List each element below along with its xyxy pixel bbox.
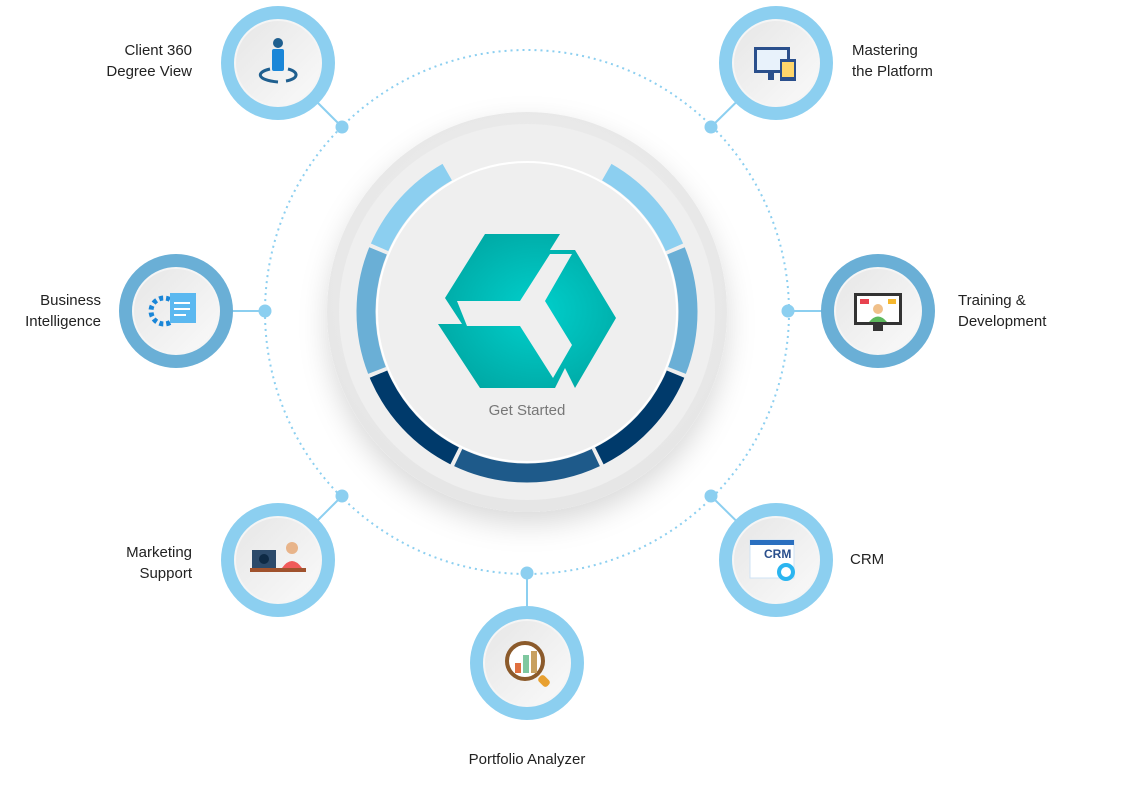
label-line: Marketing (126, 544, 192, 561)
node-portfolio-analyzer[interactable] (470, 606, 584, 720)
ring-segment (369, 370, 460, 465)
label-line: Client 360 (124, 42, 192, 59)
node-client-360[interactable] (221, 6, 335, 120)
hexagon-logo-icon (438, 234, 616, 388)
connector-dot (258, 304, 272, 318)
label-line: Support (139, 565, 192, 582)
node-label-mastering-platform[interactable]: Mastering the Platform (852, 40, 1002, 82)
connector-dot (335, 489, 349, 503)
get-started-label[interactable]: Get Started (488, 402, 566, 419)
ring-segment (667, 247, 698, 374)
connector-dot (335, 120, 349, 134)
ring-segment (454, 448, 600, 483)
ring-segment (370, 163, 453, 252)
person-rotate-icon (259, 38, 298, 84)
node-marketing-support[interactable] (221, 503, 335, 617)
ring-segment (594, 370, 685, 465)
label-line: Intelligence (25, 313, 101, 330)
label-line: Business (40, 292, 101, 309)
gear-screen-icon (148, 293, 196, 327)
connector-dot (781, 304, 795, 318)
label-line: Degree View (106, 63, 192, 80)
node-crm[interactable]: CRM (719, 503, 833, 617)
magnifier-chart-icon (505, 641, 550, 687)
node-training-development[interactable] (821, 254, 935, 368)
connector-dot (704, 120, 718, 134)
label-line: Mastering (852, 42, 918, 59)
label-line: Training & (958, 292, 1026, 309)
label-line: Development (958, 313, 1047, 330)
node-label-training-development[interactable]: Training & Development (958, 290, 1108, 332)
center-disk[interactable] (327, 112, 727, 512)
label-line: CRM (850, 551, 885, 568)
node-label-portfolio-analyzer[interactable]: Portfolio Analyzer (427, 749, 627, 770)
label-line: the Platform (852, 63, 933, 80)
connector-dot (520, 566, 534, 580)
node-mastering-platform[interactable] (719, 6, 833, 120)
connector-dot (704, 489, 718, 503)
svg-text:CRM: CRM (764, 547, 791, 561)
node-label-crm[interactable]: CRM (850, 549, 950, 570)
ring-segment (601, 163, 684, 252)
monitor-devices-icon (754, 47, 796, 81)
crm-window-icon: CRM (749, 539, 795, 581)
ring-segment (356, 247, 387, 374)
node-business-intelligence[interactable] (119, 254, 233, 368)
label-line: Portfolio Analyzer (468, 751, 586, 768)
support-agent-icon (250, 542, 306, 572)
presentation-screen-icon (854, 293, 902, 331)
